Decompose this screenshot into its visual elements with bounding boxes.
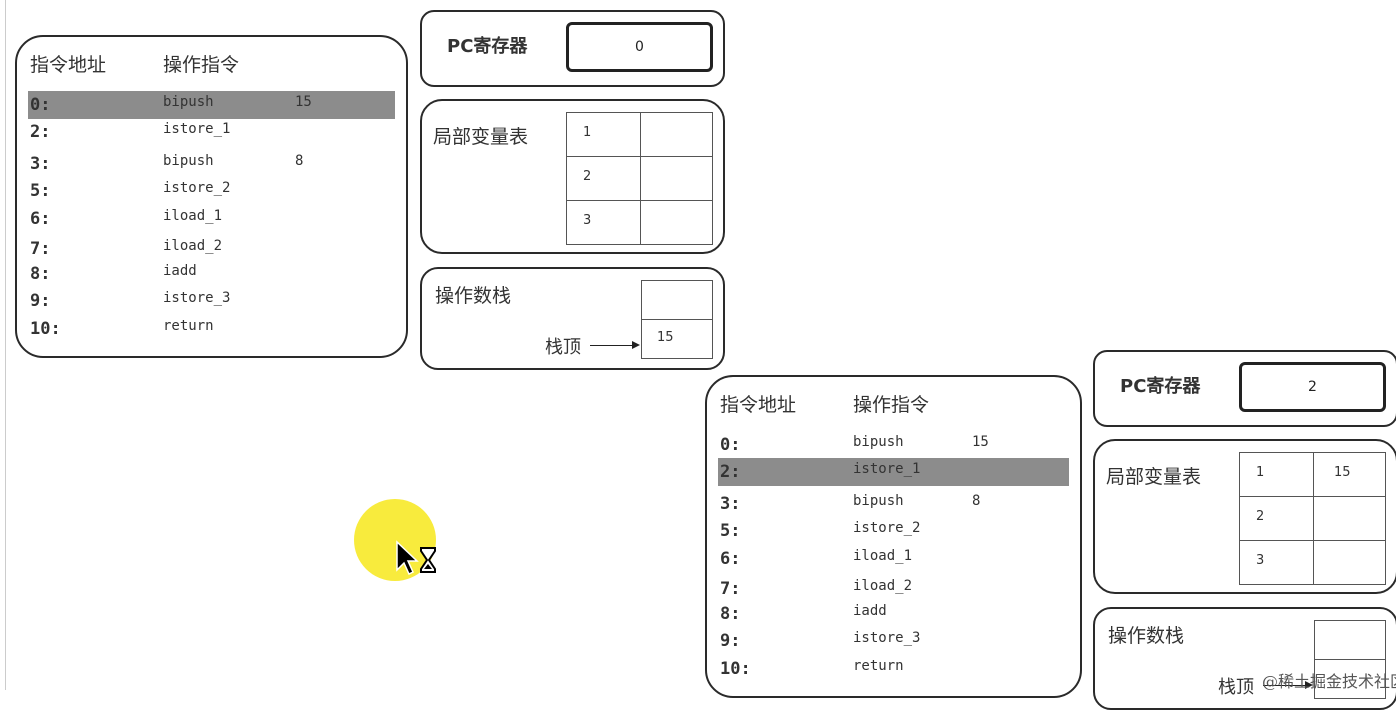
arrow-head-icon — [632, 341, 640, 349]
instruction-address: 3: — [720, 494, 741, 514]
instruction-op: iload_2 — [163, 238, 223, 254]
local-slot-value — [1313, 496, 1386, 541]
instruction-op: bipush — [853, 434, 904, 450]
local-slot-index: 3 — [566, 200, 641, 245]
instruction-op: bipush — [163, 94, 214, 110]
instruction-arg: 15 — [972, 434, 989, 450]
instruction-op: istore_1 — [853, 461, 921, 477]
operand-stack-label: 操作数栈 — [1108, 625, 1185, 647]
instruction-header: 操作指令 — [163, 54, 240, 76]
stack-top-label: 栈顶 — [1218, 677, 1254, 698]
arrow-head-icon — [1305, 681, 1313, 689]
pc-register-value: 0 — [566, 22, 713, 72]
instruction-address: 8: — [30, 264, 51, 284]
operand-stack-label: 操作数栈 — [435, 285, 512, 307]
local-slot-index: 1 — [1239, 452, 1314, 497]
instruction-address: 7: — [720, 579, 741, 599]
instruction-op: istore_2 — [163, 180, 231, 196]
instruction-panel — [15, 35, 408, 358]
address-header: 指令地址 — [30, 54, 107, 76]
instruction-address: 2: — [720, 462, 741, 482]
local-slot-value — [640, 200, 713, 245]
instruction-address: 6: — [30, 209, 51, 229]
instruction-address: 9: — [30, 291, 51, 311]
instruction-op: return — [163, 318, 214, 334]
instruction-arg: 8 — [295, 153, 304, 169]
pc-register-label: PC寄存器 — [1120, 376, 1201, 397]
instruction-address: 5: — [720, 521, 741, 541]
instruction-op: iload_1 — [853, 548, 913, 564]
current-instruction-highlight — [718, 458, 1069, 486]
instruction-op: return — [853, 658, 904, 674]
instruction-panel — [705, 375, 1082, 698]
instruction-address: 2: — [30, 122, 51, 142]
instruction-address: 0: — [720, 435, 741, 455]
instruction-op: iadd — [163, 263, 197, 279]
instruction-op: istore_3 — [163, 290, 231, 306]
instruction-op: iload_1 — [163, 208, 223, 224]
instruction-address: 10: — [720, 659, 751, 679]
local-slot-index: 2 — [566, 156, 641, 201]
local-slot-index: 3 — [1239, 540, 1314, 585]
local-slot-index: 2 — [1239, 496, 1314, 541]
local-slot-value: 15 — [1313, 452, 1386, 497]
current-instruction-highlight — [28, 91, 395, 119]
instruction-address: 3: — [30, 154, 51, 174]
local-variables-label: 局部变量表 — [1106, 466, 1202, 488]
stack-slot — [641, 280, 713, 320]
instruction-arg: 8 — [972, 493, 981, 509]
pc-register-label: PC寄存器 — [447, 36, 528, 57]
operand-stack-panel — [420, 267, 725, 370]
instruction-address: 6: — [720, 549, 741, 569]
instruction-header: 操作指令 — [853, 394, 930, 416]
local-slot-value — [1313, 540, 1386, 585]
instruction-address: 9: — [720, 631, 741, 651]
local-slot-value — [640, 156, 713, 201]
instruction-arg: 15 — [295, 94, 312, 110]
local-slot-value — [640, 112, 713, 157]
instruction-address: 7: — [30, 239, 51, 259]
stack-top-arrow — [1263, 685, 1307, 686]
instruction-address: 5: — [30, 181, 51, 201]
stack-top-arrow — [590, 345, 634, 346]
instruction-op: istore_3 — [853, 630, 921, 646]
instruction-op: iload_2 — [853, 578, 913, 594]
instruction-op: bipush — [853, 493, 904, 509]
instruction-op: istore_2 — [853, 520, 921, 536]
busy-cursor-icon — [396, 540, 436, 576]
instruction-op: bipush — [163, 153, 214, 169]
local-variables-label: 局部变量表 — [433, 126, 529, 148]
pc-register-value: 2 — [1239, 362, 1386, 412]
left-edge-line — [5, 0, 6, 690]
instruction-address: 0: — [30, 95, 51, 115]
address-header: 指令地址 — [720, 394, 797, 416]
instruction-op: iadd — [853, 603, 887, 619]
local-slot-index: 1 — [566, 112, 641, 157]
stack-slot: 15 — [641, 319, 713, 359]
local-variables-panel — [420, 99, 725, 254]
local-variables-panel — [1093, 439, 1396, 594]
instruction-address: 8: — [720, 604, 741, 624]
instruction-address: 10: — [30, 319, 61, 339]
stack-top-label: 栈顶 — [545, 337, 581, 358]
watermark: @稀土掘金技术社区 — [1262, 672, 1396, 691]
instruction-op: istore_1 — [163, 121, 231, 137]
stack-slot — [1314, 620, 1386, 660]
